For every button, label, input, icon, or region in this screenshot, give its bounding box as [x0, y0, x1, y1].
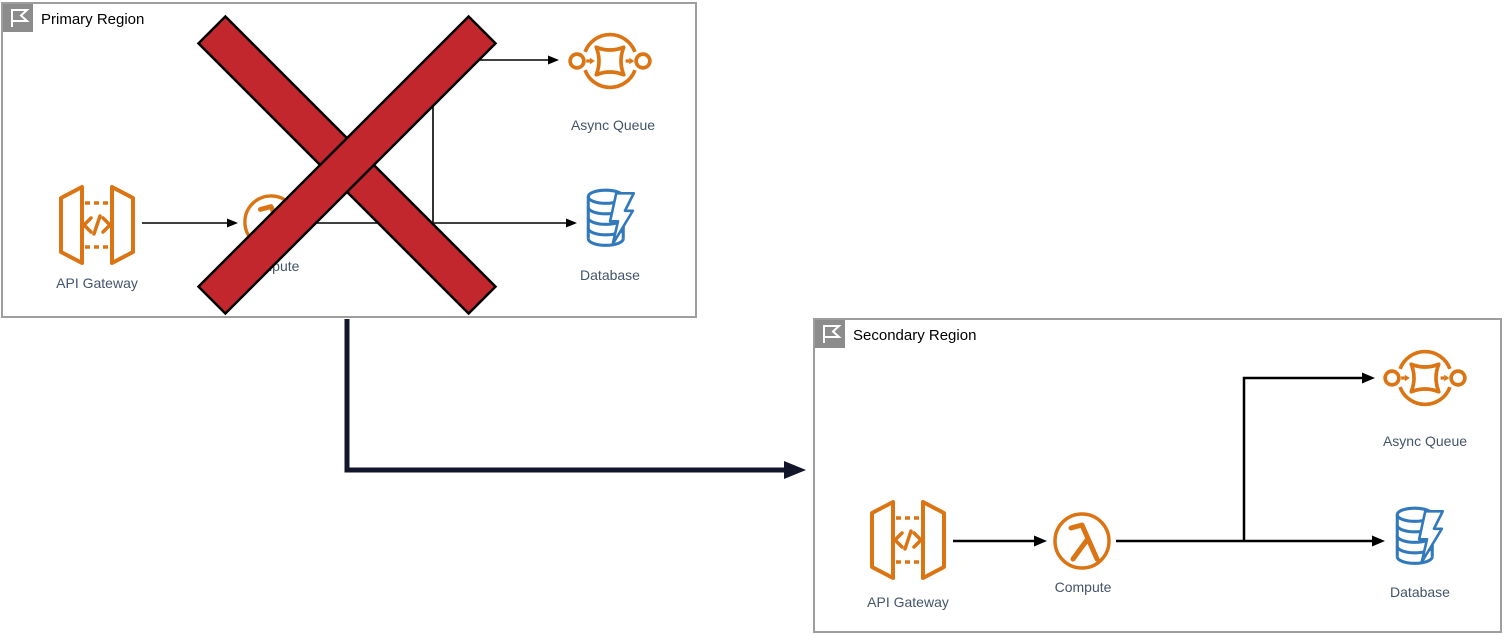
database-icon: [586, 188, 636, 247]
api-gateway-icon: [870, 500, 946, 580]
queue-icon: [1383, 349, 1467, 407]
primary-region-title: Primary Region: [41, 11, 145, 28]
region-flag-icon: [815, 320, 845, 348]
region-flag-icon: [3, 4, 33, 32]
database-icon: [1395, 506, 1445, 565]
primary-compute-label: Compute: [242, 258, 300, 274]
primary-async-queue-node: [566, 26, 654, 96]
secondary-async-queue-node: [1381, 343, 1469, 413]
queue-icon: [568, 32, 652, 90]
secondary-async-queue-label: Async Queue: [1382, 433, 1468, 449]
primary-api-gateway-label: API Gateway: [56, 275, 138, 291]
edge-failover-primary-to-secondary: [344, 319, 806, 479]
primary-database-node: [583, 188, 639, 251]
lambda-icon: [243, 194, 299, 250]
secondary-api-gateway-node: [866, 498, 950, 582]
secondary-database-label: Database: [1390, 584, 1450, 600]
secondary-region-title: Secondary Region: [853, 327, 977, 344]
secondary-api-gateway-label: API Gateway: [867, 594, 949, 610]
secondary-region-box: Secondary Region: [813, 318, 1502, 633]
secondary-compute-label: Compute: [1054, 579, 1112, 595]
api-gateway-icon: [59, 185, 135, 265]
primary-async-queue-label: Async Queue: [570, 117, 656, 133]
primary-api-gateway-node: [55, 183, 139, 267]
lambda-icon: [1053, 512, 1111, 570]
primary-database-label: Database: [580, 267, 640, 283]
primary-compute-node: [242, 193, 300, 251]
secondary-compute-node: [1052, 511, 1112, 571]
secondary-database-node: [1392, 506, 1448, 569]
